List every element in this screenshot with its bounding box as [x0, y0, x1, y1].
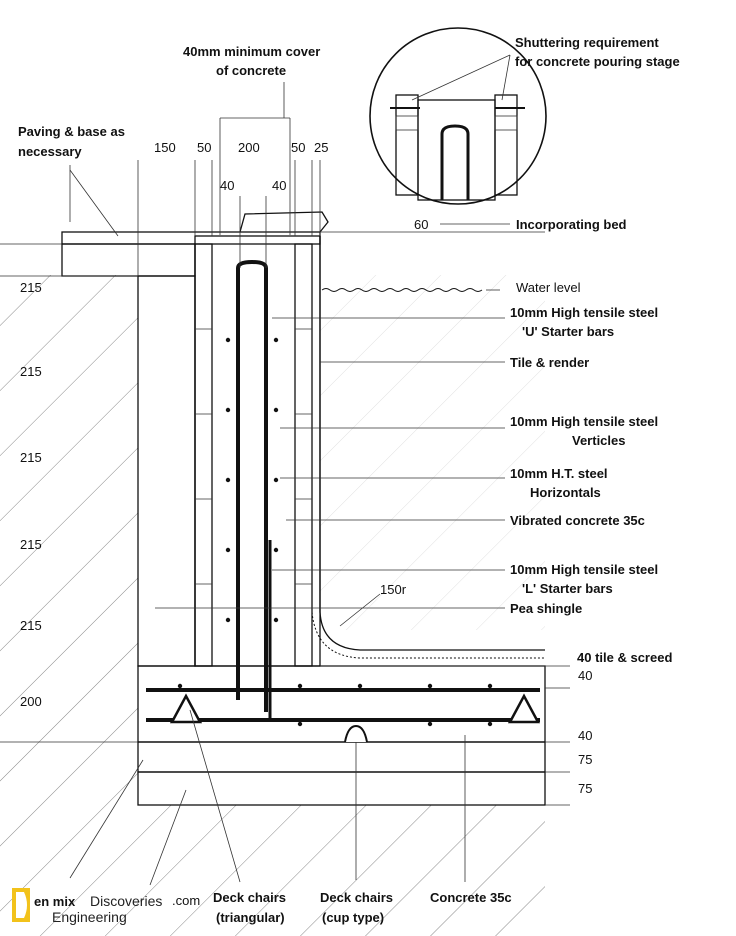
block-leaf-outer	[194, 243, 213, 667]
render-dashed	[311, 611, 545, 659]
label-verticles-1: 10mm High tensile steel	[510, 414, 658, 429]
label-tile-render: Tile & render	[510, 355, 589, 370]
dim-left-215-3: 215	[20, 450, 42, 465]
block-joints	[195, 328, 312, 585]
label-shuttering-2: for concrete pouring stage	[515, 54, 680, 69]
label-concrete-35c: Concrete 35c	[430, 890, 512, 905]
dim-left-215-1: 215	[20, 280, 42, 295]
label-paving-1: Paving & base as	[18, 124, 125, 139]
dim-left-200: 200	[20, 694, 42, 709]
label-deck-cup-1: Deck chairs	[320, 890, 393, 905]
label-min-cover-1: 40mm minimum cover	[183, 44, 320, 59]
label-u-starter-1: 10mm High tensile steel	[510, 305, 658, 320]
label-u-starter-2: 'U' Starter bars	[522, 324, 614, 339]
dim-top-50b: 50	[291, 140, 305, 155]
wall-concrete	[194, 235, 321, 667]
label-verticles-2: Verticles	[572, 433, 626, 448]
watermark: Discoveries .com Engineering	[12, 888, 200, 925]
dim-right-40b: 40	[578, 728, 592, 743]
dim-right-75b: 75	[578, 781, 592, 796]
label-vibrated: Vibrated concrete 35c	[510, 513, 645, 528]
label-deck-cup-2: (cup type)	[322, 910, 384, 925]
label-paving-2: necessary	[18, 144, 82, 159]
label-shuttering-1: Shuttering requirement	[515, 35, 659, 50]
label-deck-tri-1: Deck chairs	[213, 890, 286, 905]
dim-left-215-2: 215	[20, 364, 42, 379]
dim-radius-150r: 150r	[380, 582, 407, 597]
dim-left-215-4: 215	[20, 537, 42, 552]
shuttering-detail	[369, 27, 547, 205]
label-l-starter-2: 'L' Starter bars	[522, 581, 613, 596]
dim-right-75a: 75	[578, 752, 592, 767]
ground-hatch-pool	[320, 275, 545, 630]
dim-right-40a: 40	[578, 668, 592, 683]
label-pea-shingle: Pea shingle	[510, 601, 582, 616]
block-leaf-inner	[294, 243, 313, 667]
base-slab	[137, 665, 546, 743]
leader-lines	[0, 54, 570, 886]
deck-chair-triangular-left	[169, 693, 203, 724]
hardcore-layer	[137, 771, 546, 806]
deck-chair-triangular-right	[507, 693, 541, 724]
ground-hatch-bottom	[138, 805, 545, 936]
dim-top-200: 200	[238, 140, 260, 155]
deck-chair-cup	[344, 724, 368, 743]
paving-slab	[61, 231, 321, 245]
label-min-cover-2: of concrete	[216, 63, 286, 78]
label-horizontals-1: 10mm H.T. steel	[510, 466, 608, 481]
label-l-starter-1: 10mm High tensile steel	[510, 562, 658, 577]
label-horizontals-2: Horizontals	[530, 485, 601, 500]
label-incorporating-bed: Incorporating bed	[516, 217, 627, 232]
label-tile-screed: 40 tile & screed	[577, 650, 672, 665]
blinding-layer	[137, 741, 546, 773]
pea-shingle-fill	[137, 275, 196, 667]
ground-hatch-left	[0, 275, 138, 936]
dim-left-215-5: 215	[20, 618, 42, 633]
rebar-group	[146, 259, 540, 727]
label-deck-tri-2: (triangular)	[216, 910, 285, 925]
paving-base	[61, 243, 196, 277]
dim-top-150: 150	[154, 140, 176, 155]
dim-cover-40a: 40	[220, 178, 234, 193]
dim-bed-60: 60	[414, 217, 428, 232]
label-water-level: Water level	[516, 280, 581, 295]
water-level-line	[321, 288, 483, 292]
watermark-suffix: .com	[172, 893, 200, 908]
coping-stone	[239, 211, 329, 233]
watermark-line1: Discoveries	[90, 893, 162, 909]
tile-render-line	[319, 236, 545, 651]
watermark-line2: Engineering	[52, 909, 127, 925]
dim-top-50a: 50	[197, 140, 211, 155]
dim-top-25: 25	[314, 140, 328, 155]
label-mix-partial: en mix	[34, 894, 76, 909]
dim-cover-40b: 40	[272, 178, 286, 193]
